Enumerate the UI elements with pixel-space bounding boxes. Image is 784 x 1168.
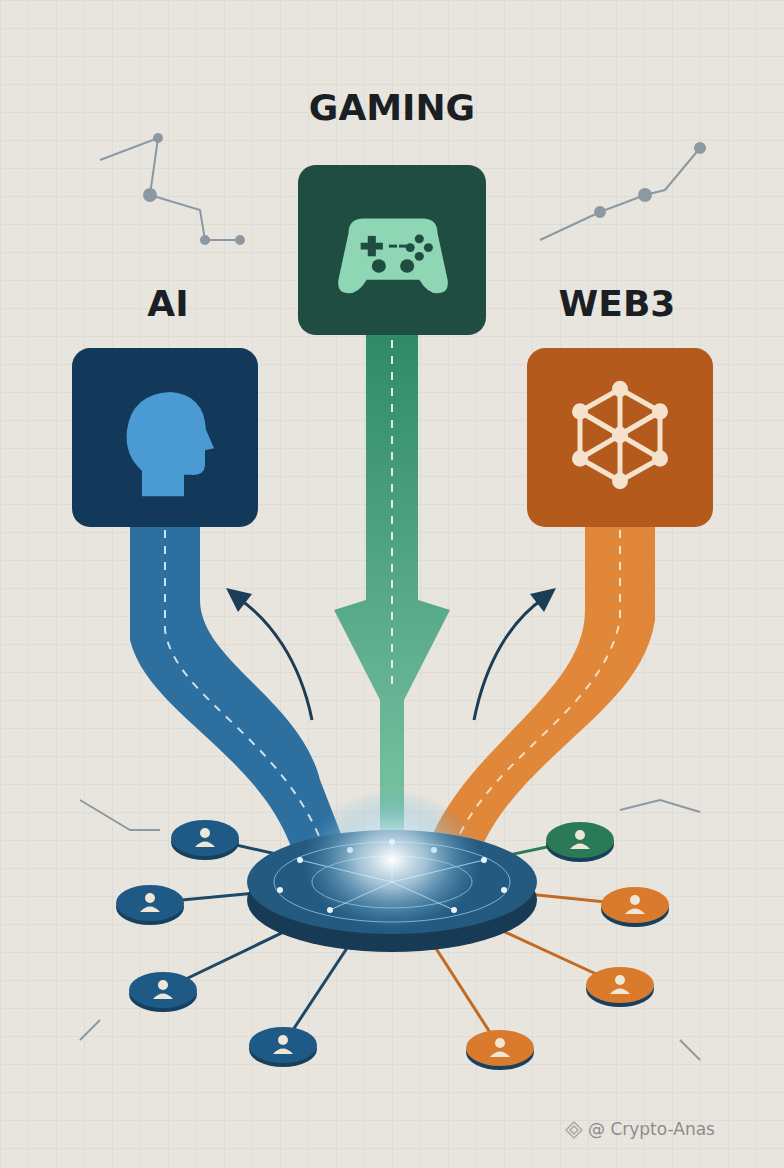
watermark: @ Crypto-Anas [588,1119,715,1139]
icon-tile [298,165,486,335]
category-heading: GAMING [298,88,486,128]
category-heading: WEB3 [524,284,710,324]
icon-box: GAMING [298,88,486,335]
category-heading: AI [75,284,261,324]
icon-tile [72,348,258,527]
icon-tile [527,348,713,527]
icon-box: WEB3 [524,284,710,527]
icon-box: AI [75,284,261,527]
